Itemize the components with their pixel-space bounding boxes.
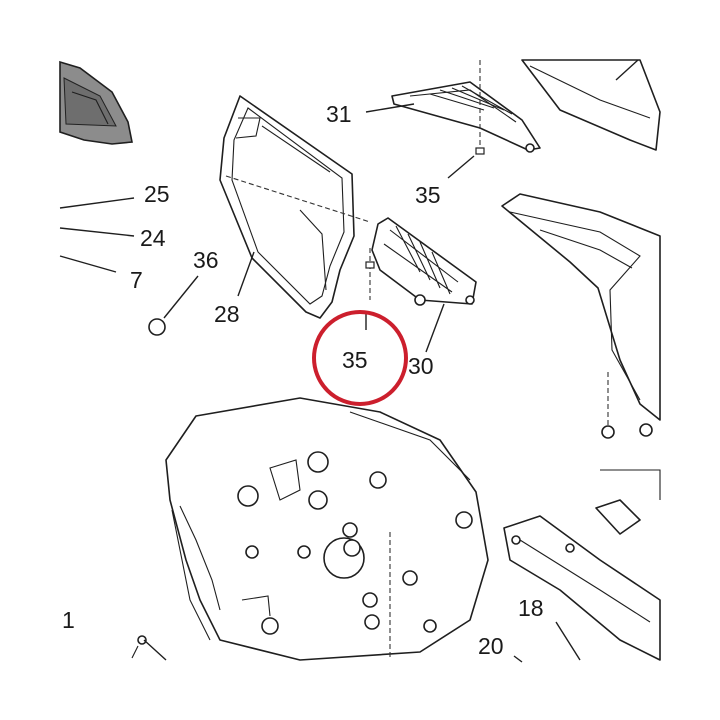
leader-7 [59,255,117,273]
callout-30: 30 [408,353,434,379]
screw-35-upper [475,60,485,155]
leader-18 [555,621,581,661]
callout-7: 7 [130,267,143,293]
callout-25: 25 [144,181,170,207]
highlight-circle [312,310,408,406]
callout-31: 31 [326,101,352,127]
leader-31 [365,103,415,113]
part-36-ring [148,318,166,336]
leader-30 [425,303,445,353]
bolt-1 [131,635,167,661]
callout-18: 18 [518,595,544,621]
part-30-lower-grille [371,217,477,306]
callout-35-upper: 35 [415,182,441,208]
callout-1: 1 [62,607,75,633]
leader-35-upper [447,155,475,179]
leader-20 [513,655,523,663]
leader-25 [59,197,135,209]
callout-35-lower: 35 [342,347,368,373]
screw-35-lower [365,248,375,300]
callout-28: 28 [214,301,240,327]
part-31-upper-grille [391,81,541,153]
right-bracket [503,469,661,661]
callout-24: 24 [140,225,166,251]
main-frame-tray [165,397,489,661]
part-28-side-panel [219,95,371,319]
callout-36: 36 [193,247,219,273]
top-right-cover [521,59,661,151]
leader-24 [59,227,135,237]
right-side-panel [501,193,661,421]
right-mounting-bolts [601,372,653,439]
leader-36 [163,275,199,319]
callout-20: 20 [478,633,504,659]
leader-28 [237,251,255,297]
top-left-panel-fragment [59,60,133,145]
